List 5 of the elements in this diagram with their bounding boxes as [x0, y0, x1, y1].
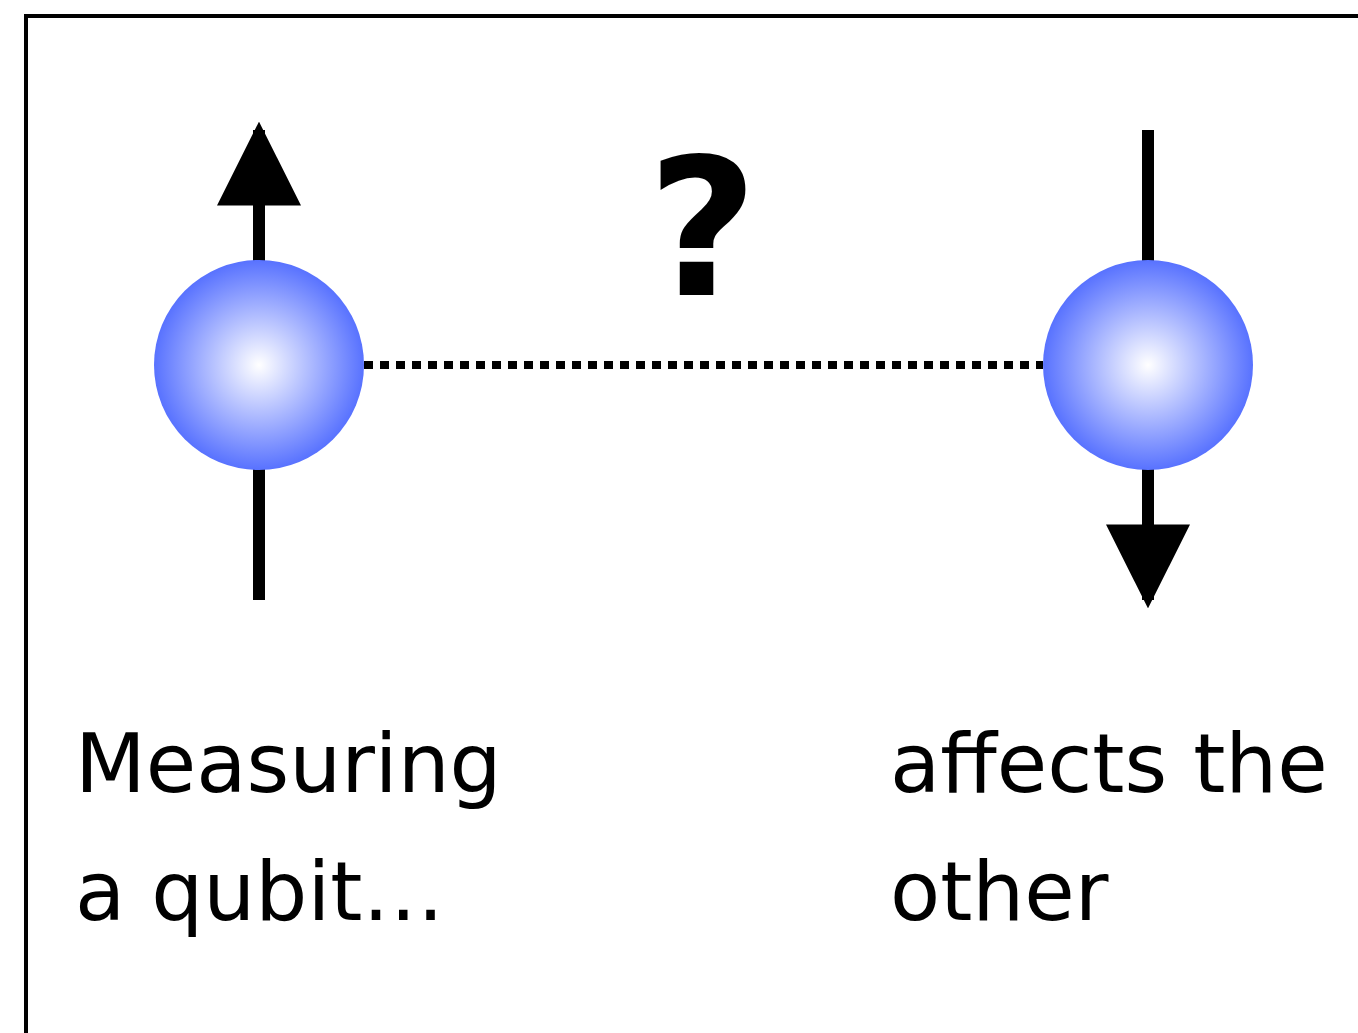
- caption-text: affects the other: [890, 715, 1329, 941]
- connector: [364, 361, 1043, 369]
- sphere: [154, 260, 364, 470]
- caption-text: Measuring a qubit…: [75, 715, 503, 941]
- sphere: [1043, 260, 1253, 470]
